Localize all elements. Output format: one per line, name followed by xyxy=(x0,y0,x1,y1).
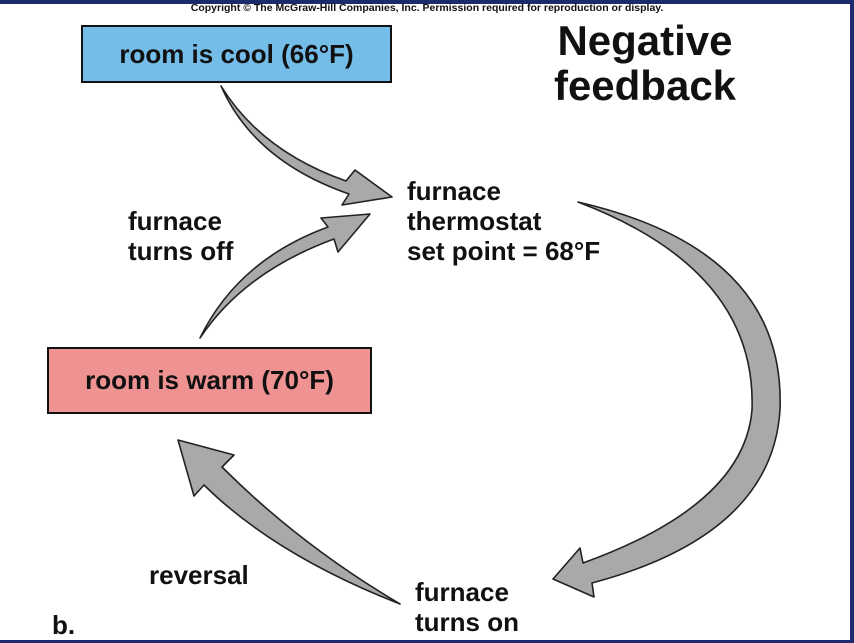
furnace-turns-off-label: furnace turns off xyxy=(128,206,233,266)
diagram-title: Negative feedback xyxy=(520,18,770,108)
title-line-1: Negative xyxy=(557,17,733,64)
arrow-thermostat-to-furnace-on xyxy=(552,201,781,598)
thermostat-line-1: furnace xyxy=(407,176,501,206)
turns-on-line-1: furnace xyxy=(415,577,509,607)
room-cool-label: room is cool (66°F) xyxy=(119,38,354,69)
turns-off-line-1: furnace xyxy=(128,206,222,236)
reversal-label: reversal xyxy=(149,560,249,590)
arrow-cool-to-thermostat xyxy=(220,85,393,206)
panel-letter: b. xyxy=(52,610,76,640)
room-warm-label: room is warm (70°F) xyxy=(85,365,334,395)
bottom-border xyxy=(0,640,854,643)
turns-on-line-2: turns on xyxy=(415,607,519,637)
arrow-warm-to-thermostat xyxy=(199,213,371,339)
thermostat-line-3: set point = 68°F xyxy=(407,236,601,266)
copyright-notice: Copyright © The McGraw-Hill Companies, I… xyxy=(190,2,664,14)
room-cool-box: room is cool (66°F) xyxy=(81,25,392,83)
top-border xyxy=(0,0,854,4)
arrow-reversal-to-warm xyxy=(177,439,401,605)
right-border xyxy=(850,0,854,643)
title-line-2: feedback xyxy=(553,62,737,109)
room-warm-box: room is warm (70°F) xyxy=(47,347,372,414)
turns-off-line-2: turns off xyxy=(128,236,234,266)
thermostat-label: furnace thermostat set point = 68°F xyxy=(407,176,600,266)
thermostat-line-2: thermostat xyxy=(407,206,542,236)
furnace-turns-on-label: furnace turns on xyxy=(415,577,519,637)
